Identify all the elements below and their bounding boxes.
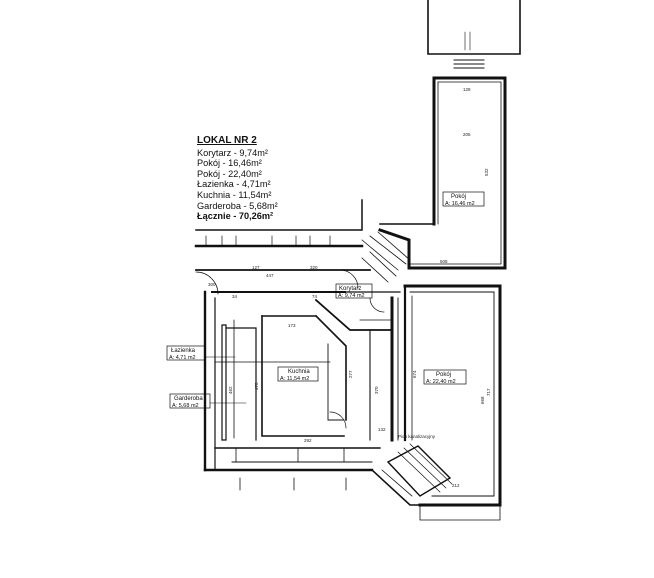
- room-garderoba-name: Garderoba: [174, 396, 203, 402]
- room-pokoj-large-name: Pokój: [436, 372, 451, 378]
- legend-item: Kuchnia - 11,54m²: [197, 189, 272, 200]
- dim-292: 292: [304, 438, 312, 443]
- legend-total: Łącznie - 70,26m²: [197, 211, 274, 222]
- dim-300: 300: [208, 282, 216, 287]
- label-box-lazienka: [166, 345, 206, 361]
- dim-212: 212: [452, 483, 460, 488]
- label-box-korytarz: [335, 283, 373, 299]
- room-lazienka-area: A: 4,71 m2: [169, 355, 196, 361]
- room-korytarz-name: Korytarz: [339, 286, 361, 292]
- wall-top-entry: [361, 231, 411, 271]
- room-pokoj-large-area: A: 22,40 m2: [426, 379, 456, 385]
- wall-lazienka: [221, 324, 227, 441]
- legend-item: Pokój - 22,40m²: [197, 168, 262, 179]
- outer-boundary: [427, 0, 521, 55]
- window-top: [453, 59, 485, 69]
- room-pokoj-small-area: A: 16,46 m2: [445, 201, 475, 207]
- room-lazienka-name: Łazienka: [171, 348, 196, 354]
- wall-top-left: [195, 199, 363, 231]
- dim-205: 205: [463, 132, 471, 137]
- legend-item: Łazienka - 4,71m²: [197, 179, 271, 190]
- room-kuchnia-name: Kuchnia: [288, 369, 310, 375]
- dim-277: 277: [348, 370, 353, 378]
- area-legend: LOKAL NR 2 Korytarz - 9,74m² Pokój - 16,…: [197, 135, 278, 222]
- dim-74: 74: [312, 294, 318, 299]
- dim-447: 447: [266, 273, 274, 278]
- label-box-pokoj-large: [423, 369, 467, 385]
- dim-508: 508: [440, 259, 448, 264]
- legend-item: Korytarz - 9,74m²: [197, 147, 268, 158]
- dim-127: 127: [252, 265, 260, 270]
- door-arc-kitchen: [329, 411, 347, 429]
- door-arc-corridor: [339, 269, 359, 289]
- room-korytarz-area: A: 9,74 m2: [338, 293, 365, 299]
- dim-674: 674: [412, 370, 417, 378]
- legend-title: LOKAL NR 2: [197, 135, 257, 146]
- room-garderoba-area: A: 5,68 m2: [172, 403, 199, 409]
- dim-668: 668: [480, 396, 485, 404]
- wall-small-room: [378, 76, 507, 270]
- dim-717: 717: [486, 388, 491, 396]
- dim-34: 34: [232, 294, 238, 299]
- dim-370: 370: [374, 386, 379, 394]
- note-pion: Pion kanalizacyjny: [398, 434, 436, 439]
- dim-132: 132: [378, 427, 386, 432]
- dim-532: 532: [484, 168, 489, 176]
- wall-kuchnia: [261, 315, 345, 437]
- room-kuchnia-area: A: 11,54 m2: [280, 376, 309, 382]
- label-box-garderoba: [169, 393, 211, 409]
- legend-item: Pokój - 16,46m²: [197, 158, 262, 169]
- wall-corridor-diagonal: [314, 297, 393, 331]
- door-arc-entry: [195, 271, 219, 295]
- room-pokoj-small-name: Pokój: [451, 194, 466, 200]
- dim-478: 478: [254, 382, 259, 390]
- dim-320: 320: [310, 265, 318, 270]
- wall-entry-diagonal: [370, 468, 501, 506]
- dim-462: 462: [228, 386, 233, 394]
- dim-173: 173: [288, 323, 296, 328]
- legend-item: Garderoba - 5,68m²: [197, 200, 278, 211]
- label-box-pokoj-small: [442, 191, 485, 207]
- label-box-kuchnia: [277, 366, 319, 382]
- dim-128: 128: [463, 87, 471, 92]
